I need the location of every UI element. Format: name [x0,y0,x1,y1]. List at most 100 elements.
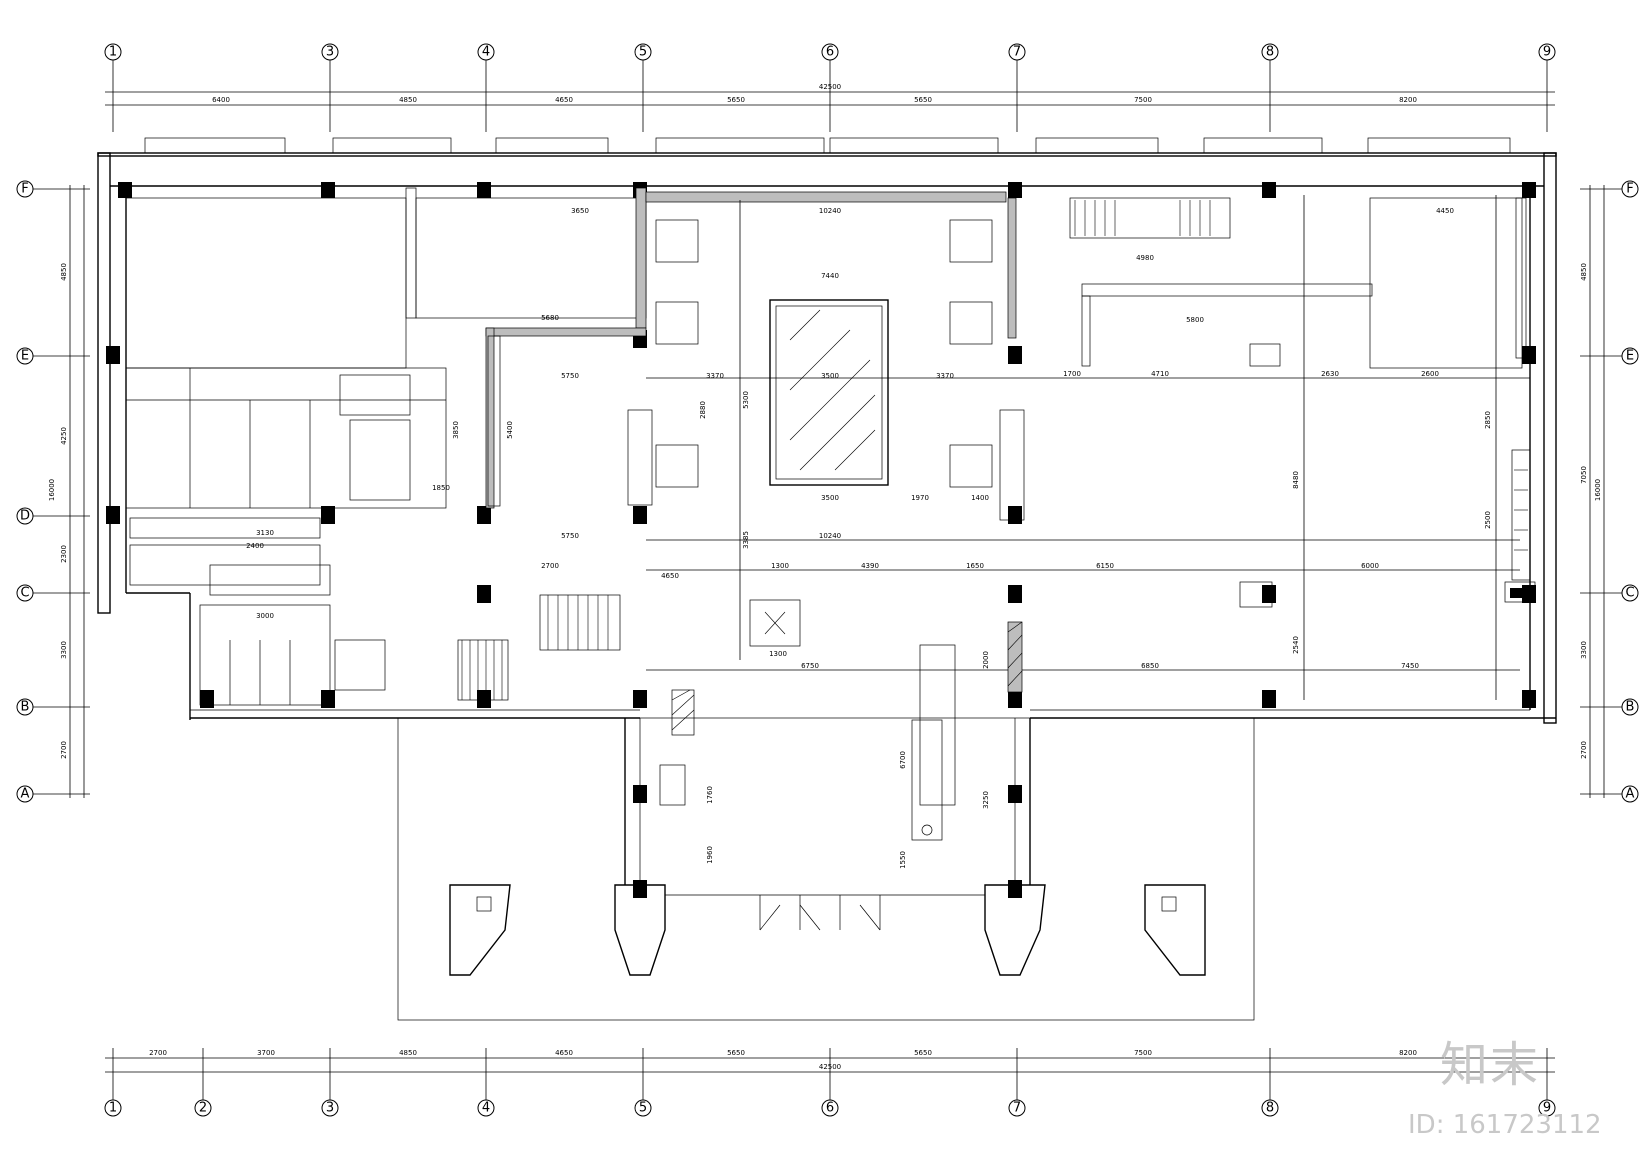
svg-text:1700: 1700 [1063,370,1081,378]
svg-text:3: 3 [326,1101,334,1116]
top-dimensions: 42500 6400 4850 4650 5650 5650 7500 8200 [105,60,1555,132]
svg-text:5750: 5750 [561,372,579,380]
svg-text:5: 5 [639,1101,647,1116]
svg-text:3300: 3300 [60,641,68,659]
svg-text:4980: 4980 [1136,254,1154,262]
svg-text:6850: 6850 [1141,662,1159,670]
axis-bubble-4-bottom: 4 [477,1099,495,1117]
right-wing-rooms [1007,195,1536,700]
top-total-dim: 42500 [819,83,841,91]
svg-text:5800: 5800 [1186,316,1204,324]
axis-bubble-B-left: B [16,698,34,716]
axis-bubble-5-bottom: 5 [634,1099,652,1117]
svg-text:4710: 4710 [1151,370,1169,378]
right-axis-bubbles: F E C B A 4850 7050 3300 2700 16000 [1580,180,1639,803]
svg-text:4850: 4850 [1580,263,1588,281]
svg-text:4390: 4390 [861,562,879,570]
svg-text:4: 4 [482,45,490,60]
svg-text:2400: 2400 [246,542,264,550]
svg-text:A: A [1626,787,1635,802]
svg-text:6700: 6700 [899,751,907,769]
svg-text:3700: 3700 [257,1049,275,1057]
svg-text:16000: 16000 [48,479,56,501]
svg-text:8480: 8480 [1292,471,1300,489]
svg-text:4850: 4850 [60,263,68,281]
svg-text:4650: 4650 [555,1049,573,1057]
svg-text:3650: 3650 [571,207,589,215]
axis-bubble-8-top: 8 [1261,43,1279,61]
left-wing-rooms [125,187,647,706]
top-span-5: 5650 [914,96,932,104]
axis-bubble-F-left: F [16,180,34,198]
axis-bubble-8-bottom: 8 [1261,1099,1279,1117]
svg-text:5650: 5650 [914,1049,932,1057]
svg-text:1850: 1850 [432,484,450,492]
svg-text:6750: 6750 [801,662,819,670]
svg-text:6: 6 [826,1101,834,1116]
svg-text:1650: 1650 [966,562,984,570]
axis-bubble-A-right: A [1621,785,1639,803]
svg-text:8: 8 [1266,45,1274,60]
axis-bubble-6-bottom: 6 [821,1099,839,1117]
svg-text:C: C [1625,586,1634,601]
axis-bubble-9-top: 9 [1538,43,1556,61]
svg-text:3385: 3385 [742,531,750,549]
svg-text:1400: 1400 [971,494,989,502]
top-span-4: 5650 [727,96,745,104]
svg-text:2000: 2000 [982,651,990,669]
svg-text:F: F [1626,182,1633,197]
top-span-7: 8200 [1399,96,1417,104]
svg-text:2700: 2700 [149,1049,167,1057]
svg-text:7500: 7500 [1134,1049,1152,1057]
svg-text:2540: 2540 [1292,636,1300,654]
svg-text:10240: 10240 [819,207,841,215]
interior-dimensions: 3650 10240 4450 7440 5680 5750 3500 3370… [246,207,1492,869]
svg-text:5400: 5400 [506,421,514,439]
svg-text:3000: 3000 [256,612,274,620]
svg-text:7440: 7440 [821,272,839,280]
svg-text:3500: 3500 [821,494,839,502]
axis-bubble-1-top: 1 [104,43,122,61]
svg-text:6000: 6000 [1361,562,1379,570]
svg-text:7: 7 [1013,1101,1021,1116]
left-axis-bubbles: F E D C B A 4850 4250 2300 3300 2700 160… [16,180,90,803]
svg-text:2: 2 [199,1101,207,1116]
top-axis-bubbles: 1 3 4 5 6 7 8 9 [104,43,1556,61]
central-lobby [627,191,1530,841]
svg-text:10240: 10240 [819,532,841,540]
svg-text:4250: 4250 [60,427,68,445]
svg-text:3130: 3130 [256,529,274,537]
axis-bubble-D-left: D [16,507,34,525]
bottom-dimensions: 2700 3700 4850 4650 5650 5650 7500 8200 … [105,1048,1555,1100]
axis-bubble-1-bottom: 1 [104,1099,122,1117]
top-span-3: 4650 [555,96,573,104]
axis-bubble-B-right: B [1621,698,1639,716]
svg-text:7050: 7050 [1580,466,1588,484]
axis-bubble-2-bottom: 2 [194,1099,212,1117]
svg-text:5750: 5750 [561,532,579,540]
svg-text:2300: 2300 [60,545,68,563]
axis-bubble-F-right: F [1621,180,1639,198]
svg-text:1970: 1970 [911,494,929,502]
svg-text:3: 3 [326,45,334,60]
top-span-6: 7500 [1134,96,1152,104]
svg-text:2850: 2850 [1484,411,1492,429]
svg-text:2630: 2630 [1321,370,1339,378]
svg-text:1300: 1300 [771,562,789,570]
svg-text:1: 1 [109,1101,117,1116]
axis-bubble-4-top: 4 [477,43,495,61]
svg-text:6: 6 [826,45,834,60]
svg-text:8200: 8200 [1399,1049,1417,1057]
building-outline [97,137,1557,724]
axis-bubble-5-top: 5 [634,43,652,61]
svg-text:5650: 5650 [727,1049,745,1057]
svg-text:3250: 3250 [982,791,990,809]
svg-text:3370: 3370 [706,372,724,380]
svg-text:1550: 1550 [899,851,907,869]
svg-text:2600: 2600 [1421,370,1439,378]
watermark-logo: 知末 [1440,1037,1541,1093]
axis-bubble-9-bottom: 9 [1538,1099,1556,1117]
svg-text:5: 5 [639,45,647,60]
svg-text:3500: 3500 [821,372,839,380]
